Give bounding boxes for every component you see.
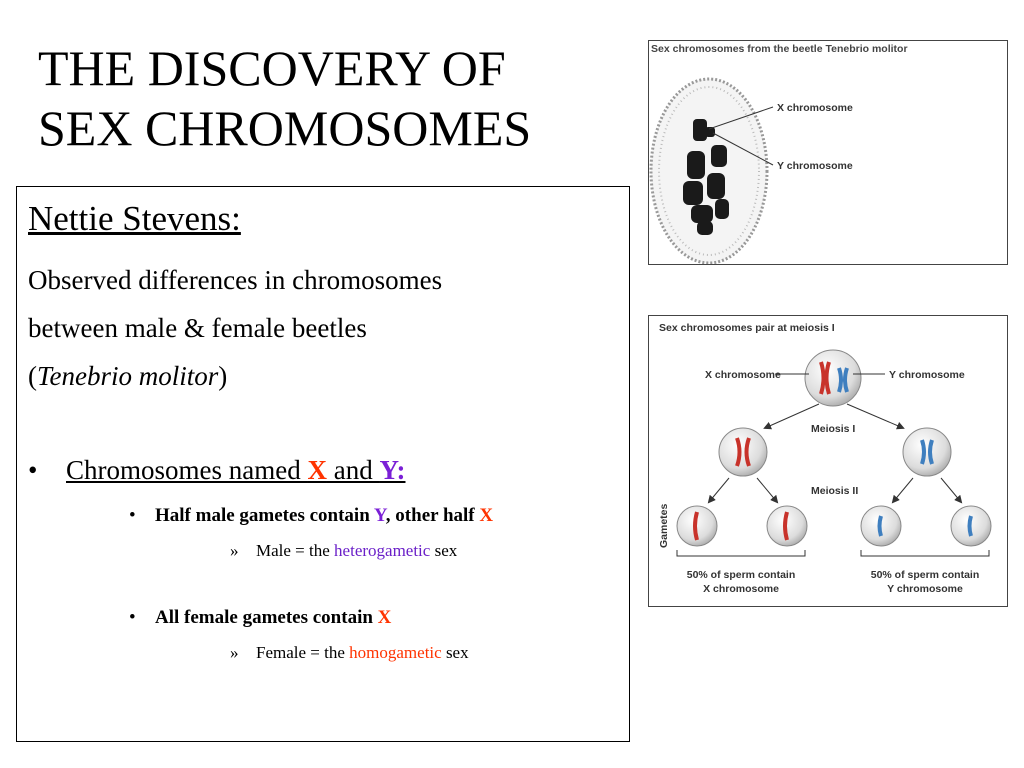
figure1-title: Sex chromosomes from the beetle Tenebrio… (651, 43, 908, 55)
bullet-and: and (326, 455, 380, 485)
species-name: Tenebrio molitor (37, 361, 219, 391)
sub1-y: Y (373, 505, 386, 526)
sub1-text: Half male gametes contain (155, 505, 374, 526)
figure2-title: Sex chromosomes pair at meiosis I (659, 322, 835, 334)
figure2-y-label: Y chromosome (889, 369, 965, 381)
content-heading: Nettie Stevens: (28, 199, 241, 238)
x-chromosome-pair (819, 361, 831, 395)
figure1-x-label: X chromosome (777, 102, 853, 114)
x-pointer-line (708, 106, 774, 130)
sub-bullet-female-gametes: • All female gametes contain X (129, 607, 391, 629)
subsub1-end: sex (430, 541, 458, 560)
cell-outline (649, 77, 769, 264)
arrow-right-a (891, 477, 914, 504)
title-line-2: SEX CHROMOSOMES (38, 100, 532, 156)
sub1-x: X (479, 505, 494, 526)
content-box: Nettie Stevens: Observed differences in … (16, 186, 630, 742)
gamete-x-2-chromosome (783, 511, 789, 541)
sub-bullet-male-gametes: • Half male gametes contain Y, other half… (129, 505, 493, 527)
bullet-chromosomes-named: • Chromosomes named X and Y: (28, 455, 405, 486)
meiosis1-label: Meiosis I (811, 423, 855, 435)
bullet-x: X (307, 455, 327, 485)
bullet-y: Y: (379, 455, 406, 485)
arrow-left-b (756, 477, 779, 504)
sub2-x: X (377, 607, 392, 628)
arrow-meiosis1-left (763, 403, 820, 430)
left-caption-2: X chromosome (703, 583, 779, 595)
gamete-x-1-chromosome (693, 511, 699, 541)
figure-meiosis: Sex chromosomes pair at meiosis I X chro… (648, 315, 1008, 607)
subsub1-text: Male = the (256, 541, 335, 560)
figure1-drawing: Sex chromosomes from the beetle Tenebrio… (649, 43, 908, 264)
figure2-drawing: Sex chromosomes pair at meiosis I X chro… (658, 322, 992, 595)
left-caption-1: 50% of sperm contain (687, 569, 796, 581)
gamete-y-1-chromosome (877, 515, 883, 537)
arrow-meiosis1-right (846, 403, 905, 430)
right-caption-1: 50% of sperm contain (871, 569, 980, 581)
figure1-y-label: Y chromosome (777, 160, 853, 172)
left-bracket (676, 550, 806, 557)
heterogametic-term: heterogametic (334, 541, 431, 560)
gamete-y-2-chromosome (967, 515, 973, 537)
subsub-male-heterogametic: » Male = the heterogametic sex (230, 541, 457, 561)
title-line-1: THE DISCOVERY OF (38, 40, 506, 96)
chromosome-cluster (683, 119, 729, 235)
sub1-mid: , other half (385, 505, 480, 526)
subsub2-text: Female = the (256, 643, 350, 662)
subsub-marker: » (230, 643, 239, 662)
cell-speckle (658, 86, 760, 256)
daughter-x-chromosome (735, 437, 751, 467)
daughter-y-chromosome (920, 439, 934, 465)
content-line-3: (Tenebrio molitor) (28, 361, 227, 392)
bullet-marker: • (28, 455, 38, 485)
paren-close: ) (218, 361, 228, 391)
y-chromosome-pair (837, 367, 849, 393)
homogametic-term: homogametic (349, 643, 442, 662)
arrow-right-b (940, 477, 963, 504)
daughter-cell-x (718, 427, 768, 477)
bullet-text: Chromosomes named X and Y: (66, 455, 405, 485)
parent-cell (804, 349, 862, 407)
right-bracket (860, 550, 990, 557)
paren-open: ( (28, 361, 37, 391)
figure2-x-label: X chromosome (705, 369, 781, 381)
arrow-left-a (707, 477, 730, 504)
subsub2-end: sex (441, 643, 469, 662)
content-line-2: between male & female beetles (28, 313, 367, 343)
subsub-female-homogametic: » Female = the homogametic sex (230, 643, 469, 663)
figure-beetle-chromosomes: Sex chromosomes from the beetle Tenebrio… (648, 40, 1008, 265)
meiosis2-label: Meiosis II (811, 485, 858, 497)
slide-title: THE DISCOVERY OF SEX CHROMOSOMES (38, 38, 531, 158)
right-caption-2: Y chromosome (887, 583, 963, 595)
sub-marker: • (129, 607, 136, 628)
subsub-marker: » (230, 541, 239, 560)
gametes-label: Gametes (658, 503, 670, 548)
daughter-cell-y (902, 427, 952, 477)
y-pointer-line (712, 132, 774, 166)
content-line-1: Observed differences in chromosomes (28, 265, 443, 295)
bullet-text-start: Chromosomes named (66, 455, 308, 485)
sub2-text: All female gametes contain (155, 607, 378, 628)
sub-marker: • (129, 505, 136, 526)
